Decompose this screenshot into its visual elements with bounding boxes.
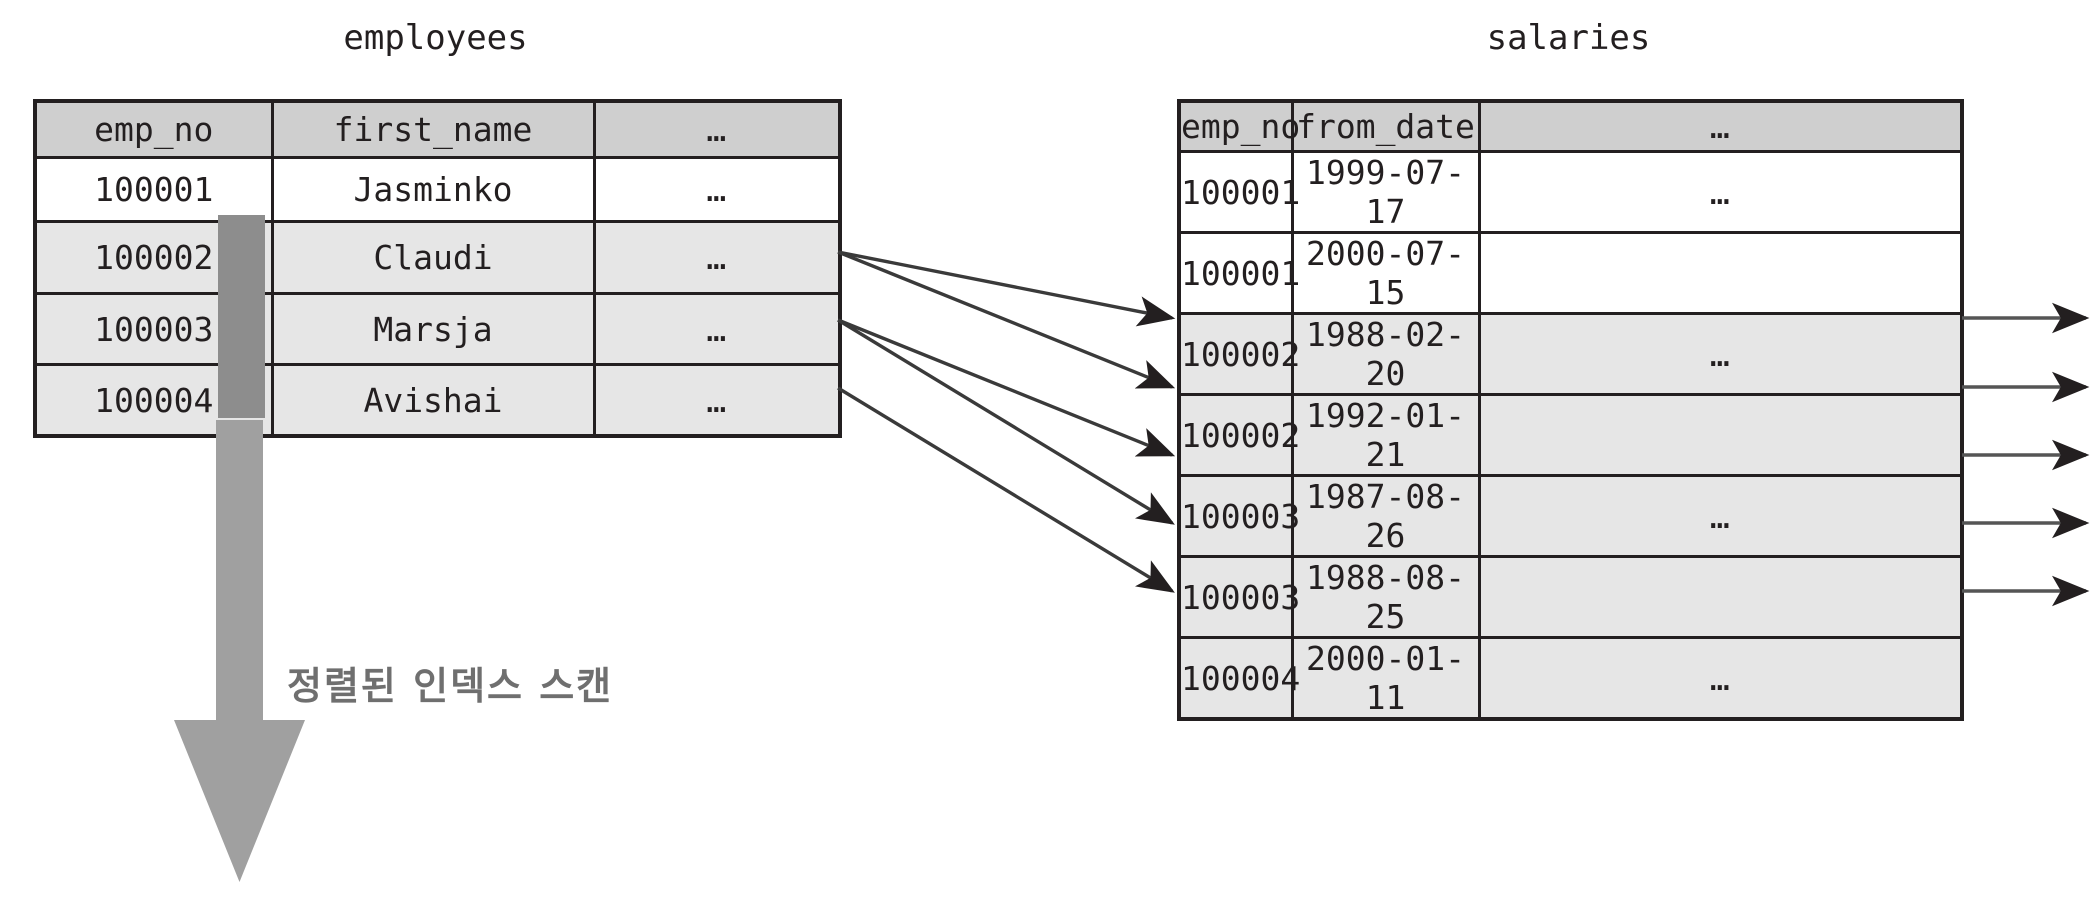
table-row: 100001 1999-07-17 … <box>1177 150 1964 234</box>
join-arrow <box>837 250 1176 389</box>
join-arrow <box>837 250 1176 327</box>
employees-cell-first-name: Claudi <box>270 220 596 295</box>
salaries-cell-more: … <box>1477 312 1964 396</box>
salaries-cell-emp-no: 100004 <box>1177 636 1300 721</box>
sorted-index-scan-label: 정렬된 인덱스 스캔 <box>287 664 614 708</box>
employees-cell-emp-no: 100001 <box>33 156 274 223</box>
salaries-cell-more: … <box>1477 474 1964 558</box>
table-row: 100001 Jasminko … <box>33 156 842 223</box>
salaries-cell-more <box>1477 555 1964 639</box>
join-arrow <box>837 386 1175 593</box>
employees-cell-first-name: Avishai <box>270 363 596 438</box>
salaries-table: emp_no from_date … 100001 1999-07-17 … 1… <box>1177 99 1964 721</box>
salaries-cell-emp-no: 100001 <box>1177 150 1300 234</box>
salaries-cell-emp-no: 100003 <box>1177 555 1300 639</box>
employees-table-title: employees <box>343 18 528 58</box>
salaries-cell-from-date: 1999-07-17 <box>1290 150 1481 234</box>
table-row: 100002 Claudi … <box>33 220 842 295</box>
salaries-cell-more <box>1477 393 1964 477</box>
salaries-cell-from-date: 1987-08-26 <box>1290 474 1481 558</box>
employees-cell-first-name: Marsja <box>270 292 596 366</box>
salaries-col-emp-no: emp_no <box>1177 99 1300 153</box>
table-row: 100002 1988-02-20 … <box>1177 312 1964 396</box>
salaries-table-title: salaries <box>1486 18 1651 58</box>
employees-col-emp-no: emp_no <box>33 99 274 159</box>
join-arrow <box>837 318 1176 457</box>
salaries-cell-from-date: 1992-01-21 <box>1290 393 1481 477</box>
salaries-col-from-date: from_date <box>1290 99 1481 153</box>
table-row: 100001 2000-07-15 <box>1177 231 1964 315</box>
join-arrow <box>837 318 1175 525</box>
index-scan-bar <box>218 215 265 418</box>
table-row: 100004 2000-01-11 … <box>1177 636 1964 721</box>
salaries-col-more: … <box>1477 99 1964 153</box>
salaries-cell-more: … <box>1477 636 1964 721</box>
salaries-cell-from-date: 2000-01-11 <box>1290 636 1481 721</box>
employees-cell-more: … <box>592 156 842 223</box>
salaries-cell-more: … <box>1477 150 1964 234</box>
employees-cell-first-name: Jasminko <box>270 156 596 223</box>
employees-table: emp_no first_name … 100001 Jasminko … 10… <box>33 99 842 438</box>
salaries-cell-from-date: 1988-08-25 <box>1290 555 1481 639</box>
table-row: 100003 1988-08-25 <box>1177 555 1964 639</box>
salaries-cell-emp-no: 100003 <box>1177 474 1300 558</box>
sorted-index-scan-arrow <box>174 420 305 882</box>
table-row: 100003 1987-08-26 … <box>1177 474 1964 558</box>
salaries-cell-from-date: 2000-07-15 <box>1290 231 1481 315</box>
salaries-cell-emp-no: 100001 <box>1177 231 1300 315</box>
employees-col-first-name: first_name <box>270 99 596 159</box>
salaries-cell-emp-no: 100002 <box>1177 312 1300 396</box>
employees-cell-more: … <box>592 292 842 366</box>
employees-col-more: … <box>592 99 842 159</box>
salaries-header-row: emp_no from_date … <box>1177 99 1964 153</box>
employees-header-row: emp_no first_name … <box>33 99 842 159</box>
table-row: 100002 1992-01-21 <box>1177 393 1964 477</box>
employees-cell-more: … <box>592 220 842 295</box>
employees-cell-more: … <box>592 363 842 438</box>
salaries-cell-more <box>1477 231 1964 315</box>
salaries-cell-from-date: 1988-02-20 <box>1290 312 1481 396</box>
salaries-cell-emp-no: 100002 <box>1177 393 1300 477</box>
